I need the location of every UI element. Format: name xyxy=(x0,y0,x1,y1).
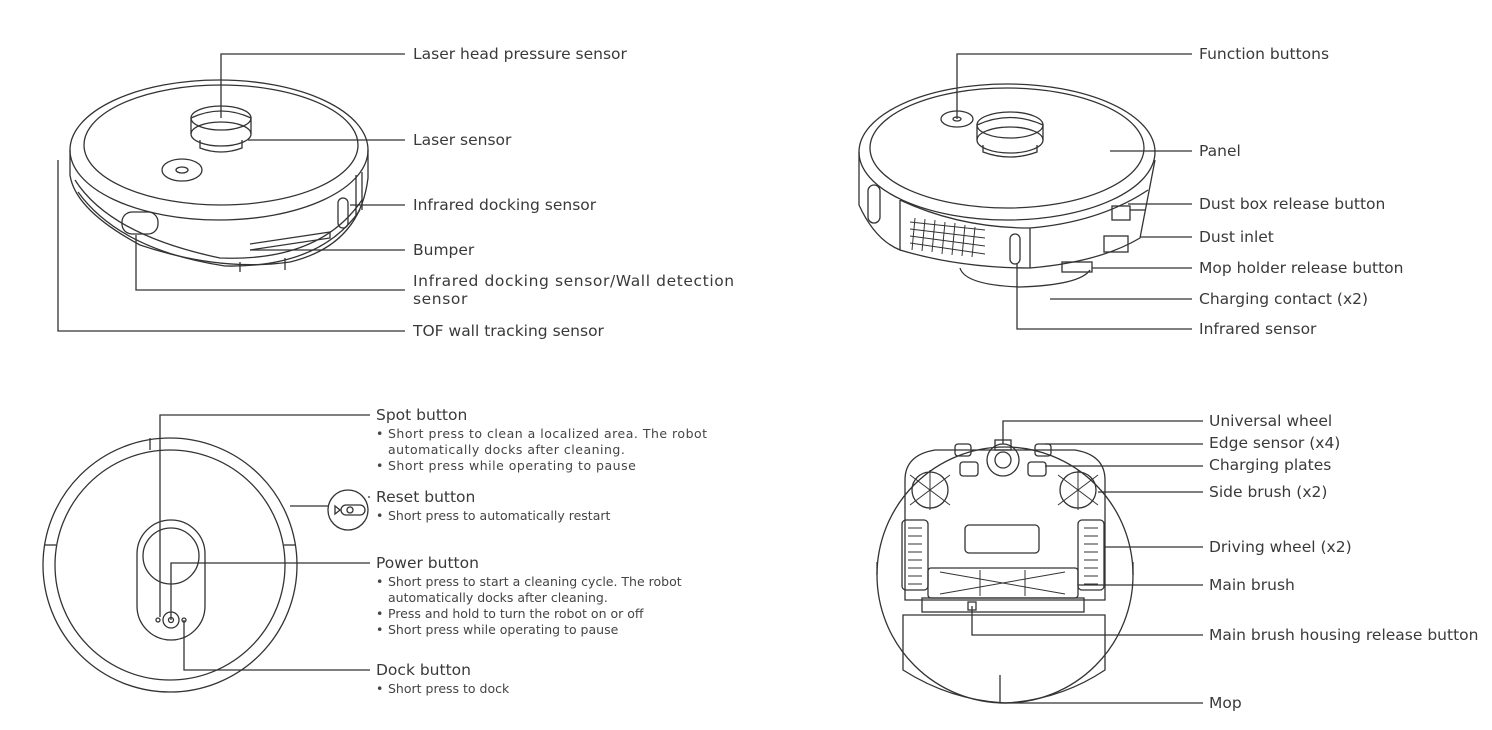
reset-button-description: Short press to automatically restart xyxy=(376,508,756,524)
power-button-bullet: Short press while operating to pause xyxy=(376,622,756,638)
label-infrared-sensor: Infrared sensor xyxy=(1199,320,1317,338)
spot-button-bullet: Short press to clean a localized area. T… xyxy=(376,426,756,458)
robot-underside-view xyxy=(876,420,1203,704)
power-button-title: Power button xyxy=(376,554,479,572)
label-charging-plates: Charging plates xyxy=(1209,456,1332,474)
label-charging-contact: Charging contact (x2) xyxy=(1199,290,1369,308)
label-dust-box-release-button: Dust box release button xyxy=(1199,195,1386,213)
robot-side-perspective-view xyxy=(858,53,1192,330)
label-universal-wheel: Universal wheel xyxy=(1209,412,1333,430)
label-bumper: Bumper xyxy=(413,241,475,259)
spot-button-description: Short press to clean a localized area. T… xyxy=(376,426,756,474)
label-infrared-docking-sensor: Infrared docking sensor xyxy=(413,196,597,214)
label-infrared-docking-wall-detection-sensor: Infrared docking sensor/Wall detection s… xyxy=(413,272,735,308)
spot-button-title: Spot button xyxy=(376,406,468,424)
label-tof-wall-tracking-sensor: TOF wall tracking sensor xyxy=(413,322,604,340)
label-laser-head-pressure-sensor: Laser head pressure sensor xyxy=(413,45,627,63)
label-mop-holder-release-button: Mop holder release button xyxy=(1199,259,1404,277)
label-main-brush-housing-release-button: Main brush housing release button xyxy=(1209,626,1479,644)
dock-button-title: Dock button xyxy=(376,661,471,679)
label-laser-sensor: Laser sensor xyxy=(413,131,512,149)
label-function-buttons: Function buttons xyxy=(1199,45,1330,63)
label-side-brush: Side brush (x2) xyxy=(1209,483,1328,501)
power-button-description: Short press to start a cleaning cycle. T… xyxy=(376,574,756,638)
reset-button-title: Reset button xyxy=(376,488,476,506)
reset-button-bullet: Short press to automatically restart xyxy=(376,508,756,524)
power-button-bullet: Press and hold to turn the robot on or o… xyxy=(376,606,756,622)
robot-top-perspective-view xyxy=(57,53,405,332)
label-dust-inlet: Dust inlet xyxy=(1199,228,1274,246)
label-edge-sensor: Edge sensor (x4) xyxy=(1209,434,1341,452)
label-main-brush: Main brush xyxy=(1209,576,1295,594)
label-panel: Panel xyxy=(1199,142,1241,160)
robot-top-view-buttons xyxy=(42,414,370,693)
power-button-bullet: Short press to start a cleaning cycle. T… xyxy=(376,574,756,606)
dock-button-bullet: Short press to dock xyxy=(376,681,756,697)
spot-button-bullet: Short press while operating to pause xyxy=(376,458,756,474)
label-mop: Mop xyxy=(1209,694,1242,712)
dock-button-description: Short press to dock xyxy=(376,681,756,697)
label-driving-wheel: Driving wheel (x2) xyxy=(1209,538,1352,556)
